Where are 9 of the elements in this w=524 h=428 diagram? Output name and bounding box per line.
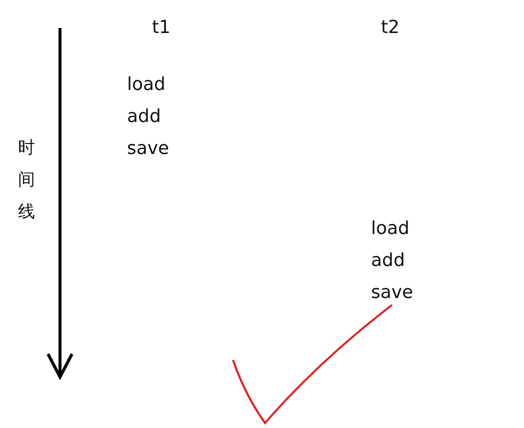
step-label: add	[127, 106, 161, 128]
step-label: save	[371, 282, 414, 304]
thread-label: t2	[381, 17, 400, 39]
step-label: save	[127, 138, 170, 160]
step-label: load	[127, 74, 166, 96]
axis-label: 时间线	[18, 137, 36, 224]
thread-label: t1	[152, 17, 171, 39]
step-label: load	[371, 218, 410, 240]
step-label: add	[371, 250, 405, 272]
